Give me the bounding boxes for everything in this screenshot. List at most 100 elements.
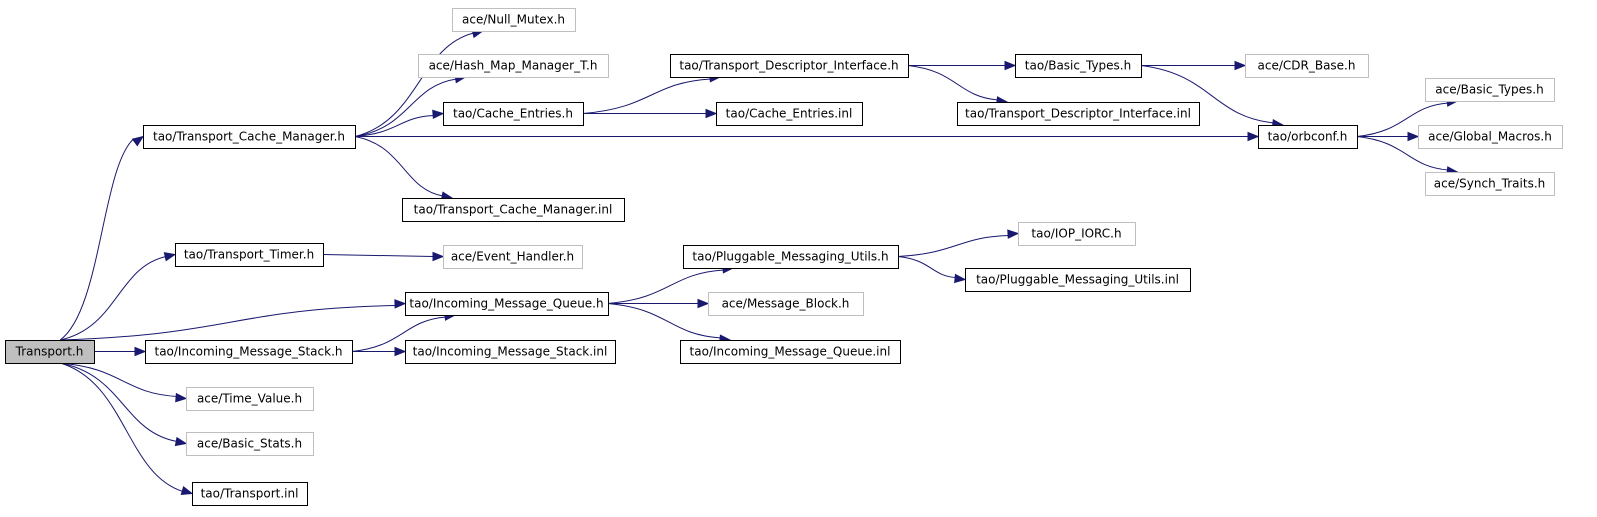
edge-line	[60, 362, 178, 397]
node-label: tao/Transport_Cache_Manager.h	[153, 130, 345, 144]
node-box	[402, 198, 625, 222]
edge-line	[354, 136, 444, 197]
node-tao-incoming-message-stack-h[interactable]: tao/Incoming_Message_Stack.h	[145, 340, 353, 364]
node-box	[143, 125, 356, 149]
node-label: ace/Basic_Stats.h	[197, 437, 302, 451]
node-label: ace/Global_Macros.h	[1428, 130, 1552, 144]
edge-line	[60, 362, 184, 492]
node-tao-incoming-message-queue-inl[interactable]: tao/Incoming_Message_Queue.inl	[680, 340, 901, 364]
node-box	[443, 245, 583, 269]
edge-arrowhead	[1407, 131, 1420, 142]
edge-arrowhead	[1234, 60, 1247, 71]
node-box	[1015, 54, 1142, 78]
node-tao-transport-cache-manager-h[interactable]: tao/Transport_Cache_Manager.h	[143, 125, 356, 149]
edge-tao-transport-timer-h-to-ace-event-handler-h	[322, 251, 445, 262]
node-tao-transport-descriptor-interface-inl[interactable]: tao/Transport_Descriptor_Interface.inl	[957, 102, 1200, 126]
node-box	[1418, 125, 1563, 149]
node-tao-cache-entries-h[interactable]: tao/Cache_Entries.h	[443, 102, 584, 126]
node-label: tao/IOP_IORC.h	[1031, 227, 1121, 241]
edge-arrowhead	[134, 346, 147, 357]
node-tao-transport-inl[interactable]: tao/Transport.inl	[192, 482, 308, 506]
edge-arrowhead	[432, 251, 445, 262]
edge-line	[1356, 102, 1449, 137]
node-label: tao/Transport_Cache_Manager.inl	[414, 203, 613, 217]
node-tao-transport-cache-manager-inl[interactable]: tao/Transport_Cache_Manager.inl	[402, 198, 625, 222]
node-label: ace/Synch_Traits.h	[1434, 177, 1545, 191]
node-box	[1245, 54, 1369, 78]
node-label: tao/Transport_Descriptor_Interface.inl	[965, 107, 1191, 121]
edge-tao-cache-entries-h-to-tao-cache-entries-inl	[583, 108, 718, 119]
edge-tao-cache-entries-h-to-tao-transport-descriptor-interface-h	[582, 73, 722, 114]
node-tao-incoming-message-queue-h[interactable]: tao/Incoming_Message_Queue.h	[405, 292, 609, 316]
node-box	[1425, 172, 1555, 196]
edge-line	[897, 235, 1010, 257]
edge-tao-incoming-message-stack-h-to-tao-incoming-message-stack-inl	[352, 346, 407, 357]
node-box	[405, 340, 616, 364]
edge-transport-h-to-tao-transport-timer-h	[60, 252, 177, 341]
edge-arrowhead	[1247, 131, 1260, 142]
edge-transport-h-to-ace-basic-stats-h	[60, 362, 188, 447]
node-tao-incoming-message-stack-inl[interactable]: tao/Incoming_Message_Stack.inl	[405, 340, 616, 364]
node-box	[443, 102, 584, 126]
node-label: ace/Message_Block.h	[722, 297, 850, 311]
edge-line	[354, 115, 435, 137]
edge-tao-pluggable-messaging-utils-h-to-tao-pluggable-messaging-utils-inl	[897, 256, 967, 284]
node-ace-hash-map-manager-t-h: ace/Hash_Map_Manager_T.h	[418, 54, 609, 78]
edge-arrowhead	[1007, 229, 1020, 239]
edge-line	[354, 32, 474, 137]
node-tao-orbconf-h[interactable]: tao/orbconf.h	[1258, 125, 1358, 149]
node-label: tao/Basic_Types.h	[1025, 59, 1131, 73]
edge-tao-orbconf-h-to-ace-global-macros-h	[1357, 131, 1420, 142]
edge-tao-transport-cache-manager-h-to-tao-orbconf-h	[355, 131, 1260, 142]
node-transport-h[interactable]: Transport.h	[5, 340, 95, 364]
edge-line	[1140, 65, 1274, 124]
node-ace-basic-stats-h: ace/Basic_Stats.h	[186, 432, 314, 456]
node-label: tao/Incoming_Message_Queue.inl	[690, 345, 891, 359]
node-tao-transport-descriptor-interface-h[interactable]: tao/Transport_Descriptor_Interface.h	[670, 54, 909, 78]
node-box	[405, 292, 609, 316]
node-label: ace/Time_Value.h	[197, 392, 302, 406]
node-box	[708, 292, 864, 316]
node-tao-pluggable-messaging-utils-h[interactable]: tao/Pluggable_Messaging_Utils.h	[683, 245, 899, 269]
edge-line	[60, 362, 178, 442]
node-box	[1425, 78, 1555, 102]
node-tao-iop-iorc-h: tao/IOP_IORC.h	[1018, 222, 1136, 246]
node-ace-message-block-h: ace/Message_Block.h	[708, 292, 864, 316]
node-box	[670, 54, 909, 78]
node-label: tao/Pluggable_Messaging_Utils.inl	[976, 273, 1179, 287]
edge-line	[607, 303, 722, 339]
node-label: tao/Incoming_Message_Stack.inl	[413, 345, 608, 359]
node-tao-transport-timer-h[interactable]: tao/Transport_Timer.h	[175, 243, 324, 267]
node-ace-event-handler-h: ace/Event_Handler.h	[443, 245, 583, 269]
edge-tao-transport-descriptor-interface-h-to-tao-transport-descriptor-interface-inl	[907, 65, 1009, 106]
node-box	[680, 340, 901, 364]
node-label: tao/Pluggable_Messaging_Utils.h	[692, 250, 888, 264]
node-label: tao/orbconf.h	[1268, 130, 1348, 144]
edge-line	[907, 65, 999, 101]
edge-transport-h-to-ace-time-value-h	[60, 362, 188, 403]
edge-line	[897, 256, 957, 278]
node-tao-pluggable-messaging-utils-inl[interactable]: tao/Pluggable_Messaging_Utils.inl	[965, 268, 1191, 292]
edge-line	[582, 78, 712, 114]
node-ace-null-mutex-h: ace/Null_Mutex.h	[452, 8, 576, 32]
node-box	[192, 482, 308, 506]
node-box	[418, 54, 609, 78]
edge-tao-pluggable-messaging-utils-h-to-tao-iop-iorc-h	[897, 229, 1020, 257]
node-box	[965, 268, 1191, 292]
node-ace-synch-traits-h: ace/Synch_Traits.h	[1425, 172, 1555, 196]
edge-tao-transport-cache-manager-h-to-tao-cache-entries-h	[354, 109, 445, 137]
node-tao-basic-types-h[interactable]: tao/Basic_Types.h	[1015, 54, 1142, 78]
node-box	[1258, 125, 1358, 149]
node-tao-cache-entries-inl[interactable]: tao/Cache_Entries.inl	[716, 102, 863, 126]
node-ace-cdr-base-h: ace/CDR_Base.h	[1245, 54, 1369, 78]
node-label: ace/Basic_Types.h	[1435, 83, 1543, 97]
edge-arrowhead	[954, 273, 967, 284]
edge-line	[1356, 136, 1449, 171]
edge-layer	[59, 28, 1459, 496]
node-label: tao/Transport.inl	[201, 487, 299, 501]
node-label: tao/Incoming_Message_Queue.h	[409, 297, 603, 311]
edge-arrowhead	[174, 436, 188, 447]
node-label: ace/CDR_Base.h	[1258, 59, 1356, 73]
node-box	[452, 8, 576, 32]
edge-arrowhead	[705, 108, 718, 119]
